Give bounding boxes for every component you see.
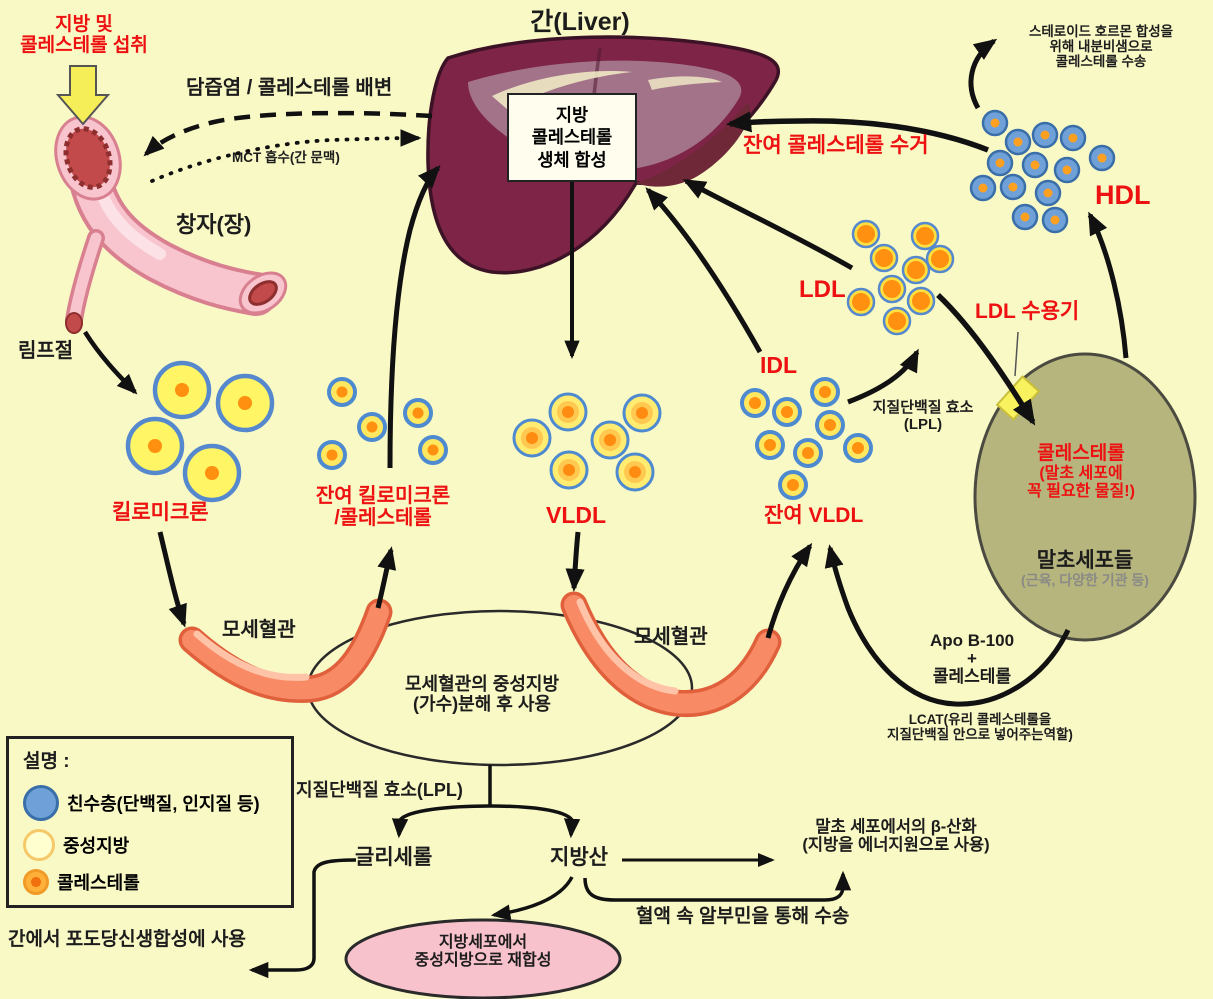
arrow-bile-excretion (143, 110, 433, 157)
remnant-cholesterol-collect-label: 잔여 콜레스테롤 수거 (743, 134, 929, 157)
lpl-enzyme-upper-label: 지질단백질 효소 (LPL) (872, 399, 974, 433)
arrow-idl-to-ldl-lpl (847, 348, 920, 405)
legend-box: 설명 : 친수층(단백질, 인지질 등) 중성지방 콜레스테롤 (6, 736, 294, 908)
hdl-particles (969, 109, 1116, 234)
legend-title: 설명 : (23, 751, 70, 772)
cell-cholesterol-sub: (말초 세포에 꼭 필요한 물질!) (1027, 465, 1135, 500)
lcat-label: LCAT(유리 콜레스테롤을 지질단백질 안으로 넣어주는역할) (887, 712, 1073, 743)
capillary-left (178, 598, 393, 703)
capillary-left-label: 모세혈관 (222, 619, 296, 641)
peripheral-cells-sublabel: (근육, 다양한 기관 등) (1021, 572, 1149, 588)
arrow-branch-to-fatty-acid (489, 804, 581, 839)
albumin-transport-label: 혈액 속 알부민을 통해 수송 (636, 906, 850, 927)
remnant-chylomicron-particles (317, 377, 448, 470)
legend-item-hydrophilic: 친수층(단백질, 인지질 등) (23, 785, 260, 821)
intestine-cut-end (54, 115, 122, 201)
ldl-label: LDL (799, 276, 846, 303)
legend-item-cholesterol: 콜레스테롤 (23, 869, 140, 895)
arrow-vldl-to-capillary (565, 531, 585, 592)
capillary-right-label: 모세혈관 (634, 626, 708, 648)
liver-synthesis-box: 지방 콜레스테롤 생체 합성 (507, 93, 637, 182)
intestine-label: 창자(장) (176, 212, 252, 237)
mct-absorption-label: MCT 흡수(간 문맥) (232, 150, 340, 165)
chylomicron-label: 킬로미크론 (112, 501, 209, 524)
chylomicron-cores (148, 383, 252, 480)
flow-arrows (83, 38, 1129, 979)
vldl-label: VLDL (546, 502, 607, 528)
ldl-receptor-label: LDL 수용기 (975, 300, 1080, 323)
arrow-capillary-to-remnant-chylo (375, 546, 397, 609)
lpl-enzyme-bottom-label: 지질단백질 효소(LPL) (296, 780, 463, 800)
gluconeogenesis-label: 간에서 포도당신생합성에 사용 (8, 929, 246, 950)
idl-label: IDL (760, 352, 798, 378)
fatty-acid-label: 지방산 (550, 846, 608, 869)
ldl-receptor-pointer-line (1014, 331, 1019, 377)
adipocyte-ellipse (344, 918, 622, 999)
arrow-ldl-to-liver (682, 178, 854, 271)
cholesterol-icon (23, 869, 49, 895)
liver-title: 간(Liver) (530, 8, 630, 36)
arrow-chylomicron-to-capillary (157, 531, 187, 628)
arrow-intestine-to-chylomicron (83, 330, 138, 395)
intestine-open-end (238, 271, 288, 315)
arrow-ldl-to-cell (936, 293, 1036, 426)
intestine-illustration (54, 115, 288, 334)
capillary-right (560, 591, 782, 718)
hydrophilic-layer-icon (23, 785, 59, 821)
legend-item-label: 콜레스테롤 (57, 873, 140, 893)
arrow-hdl-to-liver-remnant-collect (725, 111, 990, 153)
triglyceride-icon (23, 829, 55, 861)
steroid-transport-label: 스테로이드 호르몬 합성을 위해 내분비샘으로 콜레스테롤 수송 (1028, 24, 1174, 70)
arrow-cell-to-remnant-vldl (824, 544, 1071, 707)
intake-arrow (55, 65, 111, 126)
arrow-hdl-to-steroid (968, 38, 998, 110)
lymph-node-label: 림프절 (18, 340, 74, 362)
arrow-remnant-chylo-to-liver (387, 165, 441, 469)
peripheral-cells-label: 말초세포들 (1036, 549, 1134, 572)
ldl-particles (846, 219, 955, 336)
intake-label: 지방 및 콜레스테롤 섭취 (20, 14, 148, 57)
idl-particles (740, 377, 873, 500)
lymph-vessel-end (65, 312, 83, 334)
legend-item-label: 친수층(단백질, 인지질 등) (67, 794, 260, 814)
arrow-branch-to-glycerol (391, 804, 491, 839)
chylomicron-particles (125, 360, 275, 503)
bile-excretion-label: 담즙염 / 콜레스테롤 배변 (186, 77, 393, 99)
arrow-idl-to-liver (645, 187, 763, 354)
capillary-hydrolysis-label: 모세혈관의 중성지방 (가수)분해 후 사용 (404, 674, 560, 715)
arrow-fatty-acid-via-albumin (583, 870, 852, 902)
arrow-cell-to-hdl (1087, 211, 1129, 359)
vldl-particles (512, 392, 662, 492)
legend-item-triglyceride: 중성지방 (23, 829, 129, 861)
glycerol-label: 글리세롤 (355, 846, 433, 869)
beta-oxidation-label: 말초 세포에서의 β-산화 (지방을 에너지원으로 사용) (802, 818, 990, 855)
remnant-vldl-label: 잔여 VLDL (764, 504, 864, 527)
adipocyte-label: 지방세포에서 중성지방으로 재합성 (414, 934, 552, 969)
arrow-glycerol-to-gluconeogenesis (248, 858, 357, 979)
arrow-capillary-to-remnant-vldl (765, 542, 813, 639)
arrow-fatty-acid-to-adipocyte (490, 876, 574, 921)
arrow-mct-absorption (150, 129, 422, 183)
legend-item-label: 중성지방 (63, 836, 130, 856)
cell-cholesterol-title: 콜레스테롤 (1037, 443, 1125, 464)
apo-b100-label: Apo B-100 + 콜레스테롤 (929, 631, 1015, 686)
hdl-label: HDL (1095, 180, 1151, 210)
remnant-chylomicron-label: 잔여 킬로미크론 /콜레스테롤 (315, 485, 451, 530)
